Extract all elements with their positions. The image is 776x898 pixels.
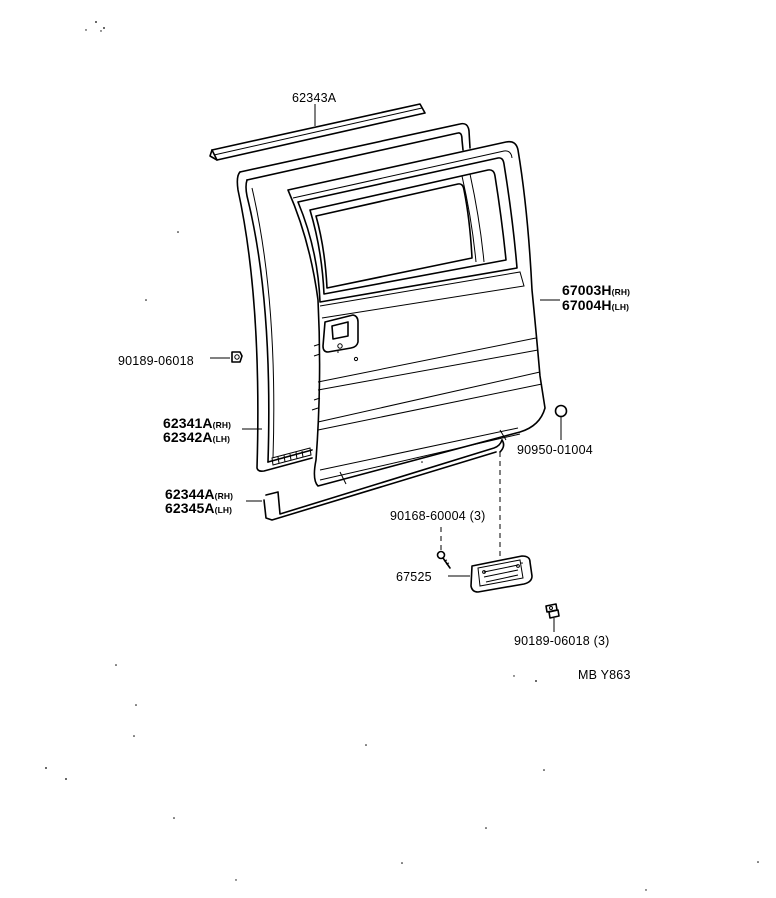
door-panel-rh-suffix: (RH) — [612, 287, 630, 297]
leader-lines — [210, 104, 562, 632]
door-panel-drawing — [287, 140, 546, 487]
clip-bottom-number: 90189-06018 — [514, 634, 590, 648]
weatherstrip-lower-rh-suffix: (RH) — [215, 491, 233, 501]
label-weatherstrip-lower: 62344A(RH) 62345A(LH) — [165, 486, 233, 516]
label-screw: 90168-60004 (3) — [390, 509, 485, 523]
screw-qty: (3) — [470, 509, 486, 523]
door-handle — [322, 314, 359, 362]
label-door-panel: 67003H(RH) 67004H(LH) — [562, 282, 630, 313]
weatherstrip-lower-drawing — [263, 439, 505, 521]
weatherstrip-lower-rh-number: 62344A — [165, 486, 215, 502]
clip-left-drawing — [231, 351, 243, 363]
scan-specks — [45, 21, 759, 891]
svg-text:62345A(LH): 62345A(LH) — [165, 500, 232, 516]
frame-vent-grille — [271, 447, 312, 466]
svg-text:62341A(RH): 62341A(RH) — [163, 415, 231, 431]
label-clip-left: 90189-06018 — [118, 354, 194, 368]
weatherstrip-side-rh-suffix: (RH) — [213, 420, 231, 430]
label-clip-bottom: 90189-06018 (3) — [514, 634, 609, 648]
label-weatherstrip-side: 62341A(RH) 62342A(LH) — [163, 415, 231, 445]
screw-number: 90168-60004 — [390, 509, 466, 523]
svg-text:67003H(RH): 67003H(RH) — [562, 282, 630, 298]
door-panel-rh-number: 67003H — [562, 282, 612, 298]
svg-text:62344A(RH): 62344A(RH) — [165, 486, 233, 502]
weatherstrip-top-drawing — [209, 103, 426, 161]
label-plug: 90950-01004 — [517, 443, 593, 457]
label-weatherstrip-top: 62343A — [292, 91, 337, 105]
weatherstrip-side-rh-number: 62341A — [163, 415, 213, 431]
weatherstrip-side-lh-suffix: (LH) — [213, 434, 230, 444]
door-panel-lh-number: 67004H — [562, 297, 612, 313]
weatherstrip-lower-lh-suffix: (LH) — [215, 505, 232, 515]
weatherstrip-lower-lh-number: 62345A — [165, 500, 215, 516]
svg-text:67004H(LH): 67004H(LH) — [562, 297, 629, 313]
clip-bottom-drawing — [545, 603, 560, 619]
plug-drawing — [554, 404, 568, 418]
screw-drawing — [436, 550, 451, 569]
weatherstrip-side-lh-number: 62342A — [163, 429, 213, 445]
diagram-code: MB Y863 — [578, 668, 631, 682]
label-step-plate: 67525 — [396, 570, 432, 584]
weatherstrip-frame-drawing — [236, 122, 471, 472]
svg-text:62342A(LH): 62342A(LH) — [163, 429, 230, 445]
step-plate-drawing — [470, 555, 533, 593]
door-panel-lh-suffix: (LH) — [612, 302, 629, 312]
clip-bottom-qty: (3) — [594, 634, 610, 648]
